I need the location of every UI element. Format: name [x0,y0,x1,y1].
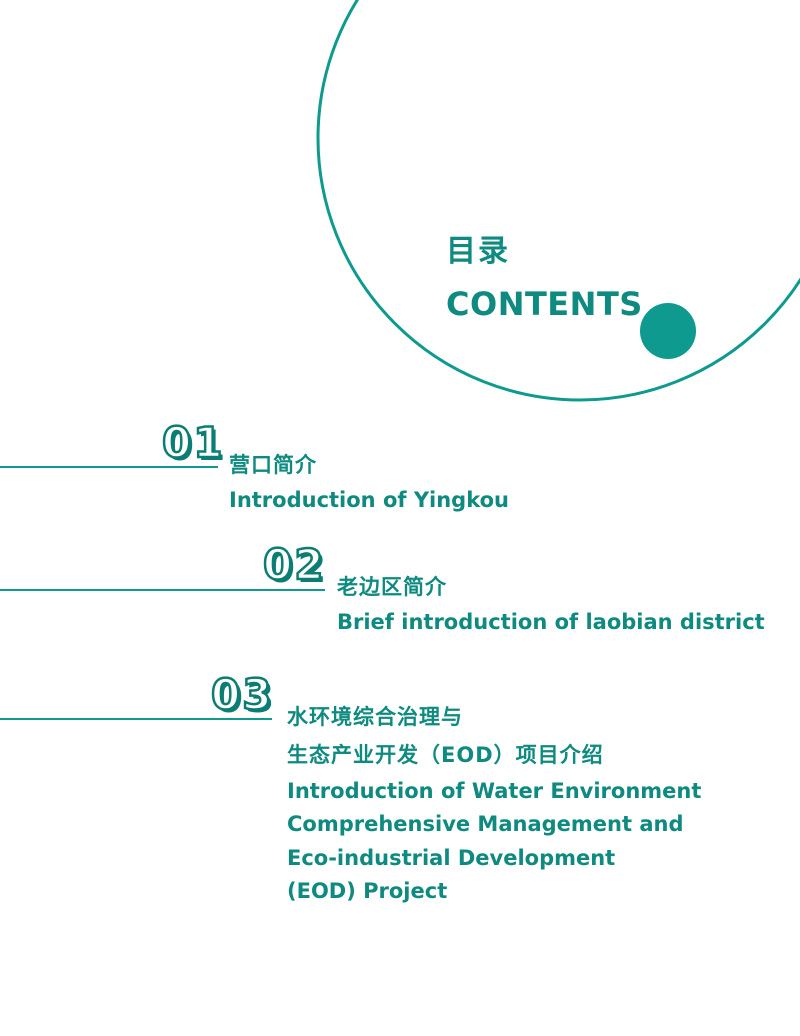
entry-rule [0,589,325,591]
contents-title-cn: 目录 [446,234,510,269]
entry-rule [0,466,218,468]
entry-title-en-line: (EOD) Project [287,879,448,903]
entry-rule [0,718,272,720]
accent-dot [640,303,696,359]
entry-title-en-line: Eco-industrial Development [287,846,616,870]
entry-title-en-line: Comprehensive Management and [287,812,684,836]
contents-heading: 目录 CONTENTS [446,232,643,324]
entry-title-en-line: Introduction of Yingkou [229,488,509,512]
entry-title-cn-line: 老边区简介 [337,575,447,599]
entry-title-cn-line: 水环境综合治理与 [287,705,463,729]
entry-title-en-line: Introduction of Water Environment [287,779,702,803]
entry-number: 03 [210,670,274,719]
entry-title-en-line: Brief introduction of laobian district [337,610,765,634]
entry-number: 01 [161,418,225,467]
entry-title-cn-line: 营口简介 [229,453,317,477]
large-circle-outline [316,0,800,402]
contents-title-en: CONTENTS [446,285,643,323]
entry-title-cn-line: 生态产业开发（EOD）项目介绍 [287,743,604,767]
entry-number: 02 [262,540,326,589]
